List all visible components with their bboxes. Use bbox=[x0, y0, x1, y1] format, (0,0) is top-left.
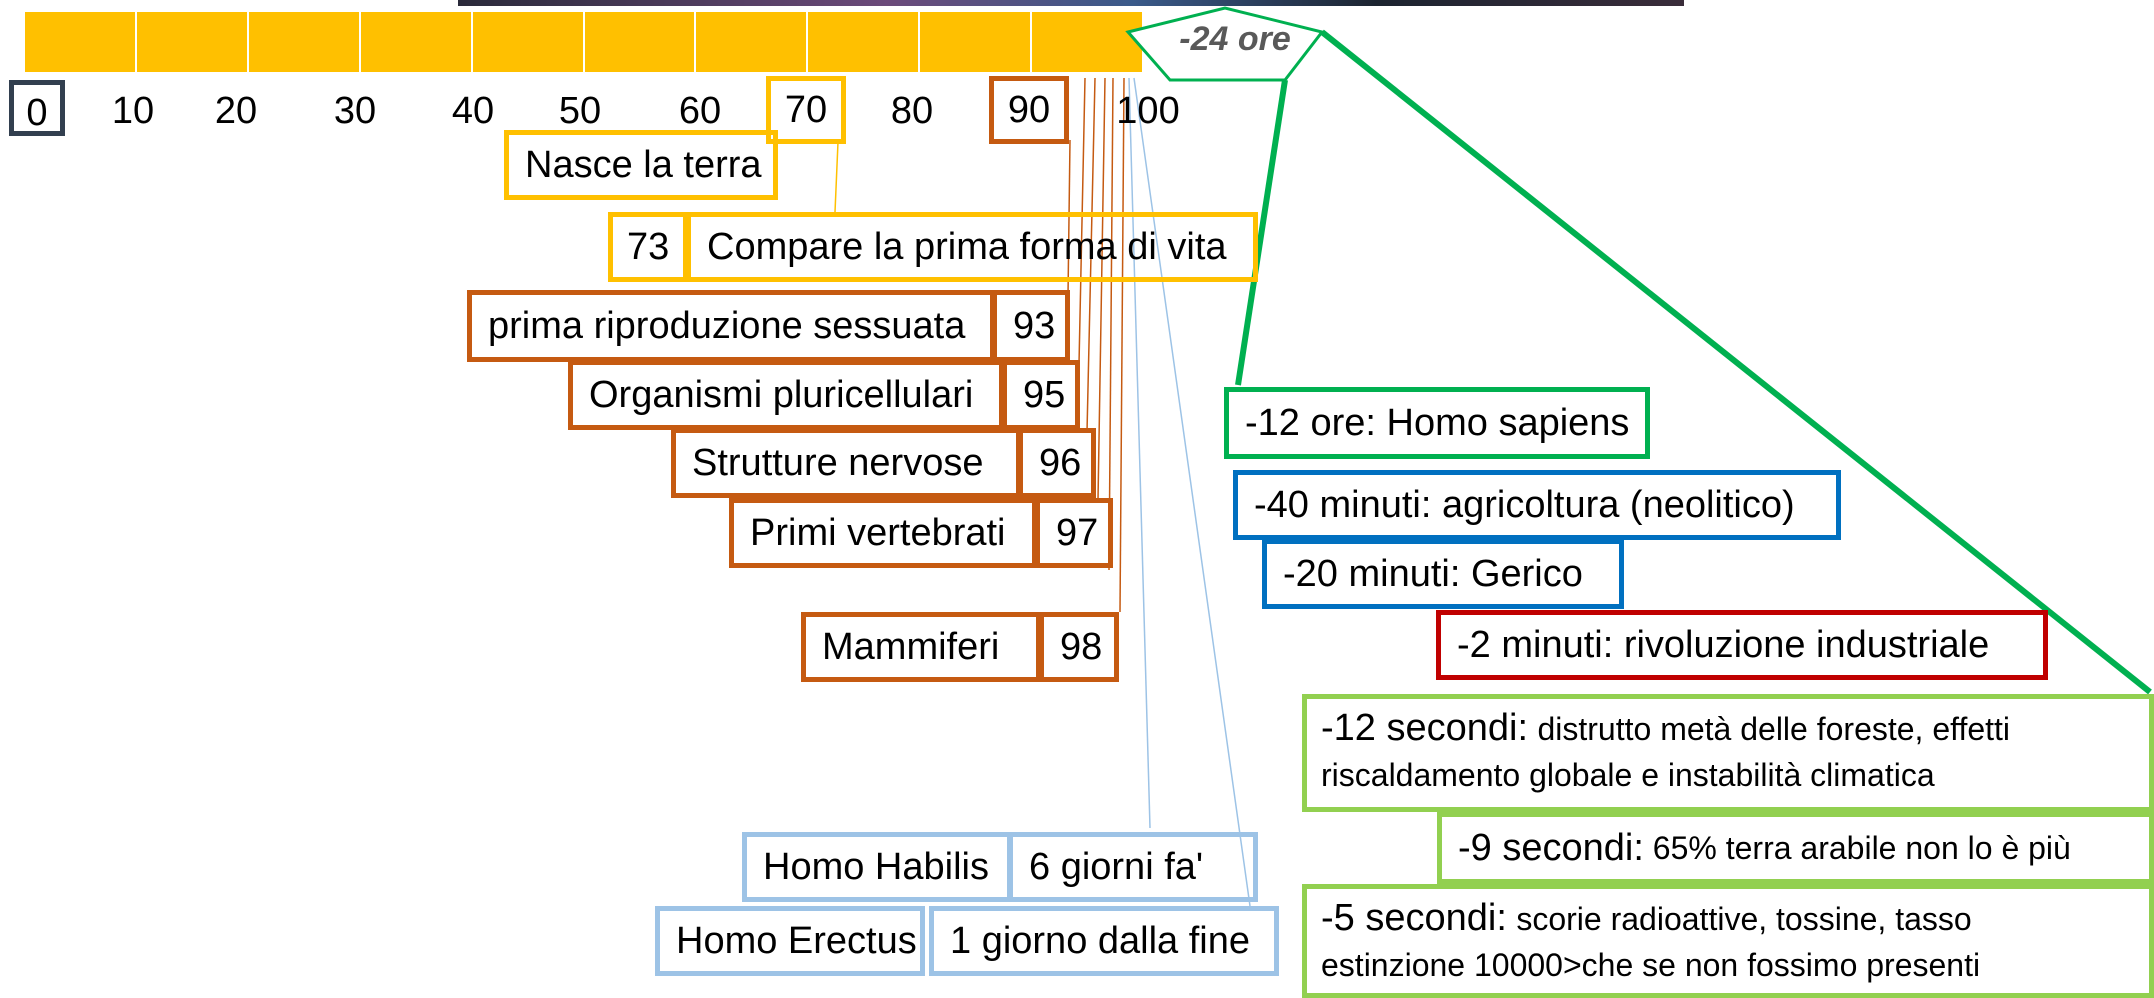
tick-label: 20 bbox=[214, 90, 258, 132]
timeline-segment bbox=[25, 12, 137, 72]
zoom-5-text-2: estinzione 10000>che se non fossimo pres… bbox=[1321, 947, 1981, 983]
tick-label: 10 bbox=[111, 90, 155, 132]
event-mammiferi: Mammiferi bbox=[801, 612, 1041, 682]
timeline-segment bbox=[585, 12, 697, 72]
zoom-12-text: distrutto metà delle foreste, effetti bbox=[1537, 711, 2011, 747]
event-primi-vertebrati: Primi vertebrati bbox=[729, 498, 1037, 568]
zoom-12-text-2: riscaldamento globale e instabilità clim… bbox=[1321, 757, 1935, 793]
event-value-97: 97 bbox=[1035, 498, 1113, 568]
event-nasce-terra: Nasce la terra bbox=[504, 130, 778, 200]
zoom-5-text: scorie radioattive, tossine, tasso bbox=[1516, 901, 1972, 937]
tick-label: 30 bbox=[333, 90, 377, 132]
tick-label: 90 bbox=[989, 76, 1069, 144]
event-riproduzione-sessuata: prima riproduzione sessuata bbox=[467, 290, 995, 362]
event-value-73: 73 bbox=[608, 212, 688, 282]
event-erectus-time: 1 giorno dalla fine bbox=[929, 906, 1279, 976]
tick-label: 70 bbox=[766, 76, 846, 144]
zoom-9-text: 65% terra arabile non lo è più bbox=[1652, 829, 2071, 866]
tick-label: 50 bbox=[558, 90, 602, 132]
event-value-95: 95 bbox=[1002, 360, 1080, 430]
tick-label: 40 bbox=[451, 90, 495, 132]
timeline-segment bbox=[920, 12, 1033, 72]
zoom-agricoltura: -40 minuti: agricoltura (neolitico) bbox=[1233, 470, 1841, 540]
zoom-9-time: -9 secondi: bbox=[1458, 826, 1644, 869]
timeline-segment bbox=[696, 12, 809, 72]
timeline-segment bbox=[249, 12, 361, 72]
tick-label: 60 bbox=[678, 90, 722, 132]
zoom-homo-sapiens: -12 ore: Homo sapiens bbox=[1224, 387, 1650, 459]
event-habilis-time: 6 giorni fa' bbox=[1008, 832, 1258, 902]
event-pluricellulari: Organismi pluricellulari bbox=[568, 360, 1004, 430]
timeline-segment bbox=[361, 12, 473, 72]
tick-label: 80 bbox=[890, 90, 934, 132]
event-prima-vita: Compare la prima forma di vita bbox=[686, 212, 1258, 282]
event-homo-erectus: Homo Erectus bbox=[655, 906, 925, 976]
tick-label: 100 bbox=[1116, 90, 1180, 132]
zoom-5-secondi: -5 secondi: scorie radioattive, tossine,… bbox=[1302, 884, 2154, 998]
timeline-segment bbox=[473, 12, 585, 72]
event-strutture-nervose: Strutture nervose bbox=[671, 428, 1021, 498]
end-time-label: -24 ore bbox=[1179, 20, 1291, 58]
header-image-strip bbox=[458, 0, 1684, 6]
zoom-12-time: -12 secondi: bbox=[1321, 707, 1529, 749]
timeline-segment bbox=[808, 12, 921, 72]
zoom-12-secondi: -12 secondi: distrutto metà delle forest… bbox=[1302, 694, 2154, 812]
event-value-93: 93 bbox=[992, 290, 1070, 362]
timeline-segment bbox=[137, 12, 249, 72]
event-homo-habilis: Homo Habilis bbox=[742, 832, 1012, 902]
zoom-rivoluzione-industriale: -2 minuti: rivoluzione industriale bbox=[1436, 610, 2048, 680]
zoom-5-time: -5 secondi: bbox=[1321, 897, 1507, 939]
event-value-96: 96 bbox=[1018, 428, 1096, 498]
event-value-98: 98 bbox=[1039, 612, 1119, 682]
zoom-gerico: -20 minuti: Gerico bbox=[1262, 539, 1624, 609]
timeline-bar bbox=[25, 12, 1142, 72]
zoom-9-secondi: -9 secondi: 65% terra arabile non lo è p… bbox=[1437, 812, 2154, 884]
tick-label: 0 bbox=[9, 80, 65, 136]
